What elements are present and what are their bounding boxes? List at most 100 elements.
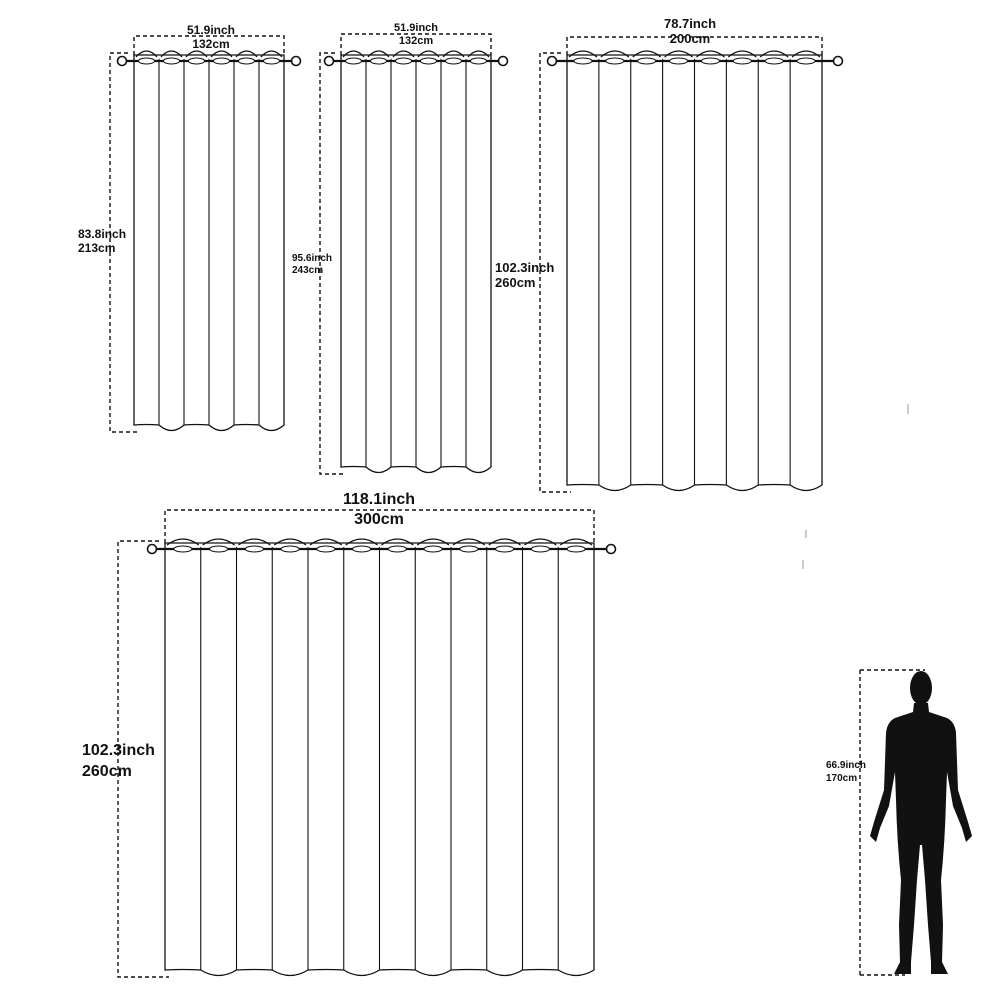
header-tab <box>273 538 307 546</box>
curtain-1 <box>109 35 302 433</box>
curtain-2-height-inch: 95.6inch <box>292 253 332 264</box>
curtain-4-height-cm: 260cm <box>82 763 132 780</box>
grommet <box>244 545 264 553</box>
header-tab <box>235 50 258 58</box>
rod-end-cap <box>497 55 509 67</box>
rod-end-cap <box>146 543 158 555</box>
curtain-4-width-inch: 118.1inch <box>343 491 415 508</box>
grommet <box>764 57 784 65</box>
grommet <box>732 57 752 65</box>
grommet <box>420 57 437 65</box>
header-tab <box>210 50 233 58</box>
human-silhouette-icon <box>870 671 972 974</box>
grommet <box>209 545 229 553</box>
header-tab <box>392 50 415 58</box>
curtain-3-height-cm: 260cm <box>495 275 535 290</box>
grommet <box>238 57 255 65</box>
grommet <box>188 57 205 65</box>
grommet <box>345 57 362 65</box>
header-tab <box>488 538 521 546</box>
grommet <box>395 57 412 65</box>
header-tab <box>759 50 789 58</box>
grommet <box>370 57 387 65</box>
header-tab <box>442 50 465 58</box>
curtain-3-width-inch: 78.7inch <box>664 16 716 31</box>
grommet <box>605 57 625 65</box>
header-tab <box>727 50 757 58</box>
header-tab <box>632 50 662 58</box>
header-tab <box>452 538 486 546</box>
curtain-4-width-cm: 300cm <box>354 511 404 528</box>
header-tab <box>309 538 343 546</box>
header-tab <box>416 538 450 546</box>
header-tab <box>135 50 158 58</box>
grommet <box>213 57 230 65</box>
grommet <box>445 57 462 65</box>
grommet <box>387 545 407 553</box>
person-height-bracket <box>859 669 925 976</box>
header-tab <box>467 50 490 58</box>
width-dimension-line <box>164 509 595 543</box>
rod-end-cap <box>832 55 844 67</box>
rod-end-cap <box>323 55 335 67</box>
rod-end-cap <box>116 55 128 67</box>
header-tab <box>260 50 283 58</box>
grommet <box>280 545 300 553</box>
person-height-cm: 170cm <box>826 773 857 784</box>
header-tab <box>185 50 208 58</box>
curtain-2-width-cm: 132cm <box>399 35 433 47</box>
grommet <box>573 57 593 65</box>
header-tab <box>559 538 593 546</box>
height-dimension-line <box>319 52 345 475</box>
grommet <box>530 545 550 553</box>
grommet <box>263 57 280 65</box>
curtain-1-height-cm: 213cm <box>78 241 115 255</box>
header-tab <box>791 50 821 58</box>
header-tab <box>696 50 725 58</box>
curtain-3-height-inch: 102.3inch <box>495 260 554 275</box>
curtain-4 <box>117 509 617 978</box>
grommet <box>352 545 372 553</box>
curtain-1-width-cm: 132cm <box>192 37 229 51</box>
grommet <box>495 545 515 553</box>
header-tab <box>160 50 183 58</box>
width-dimension-line <box>566 36 823 55</box>
header-tab <box>202 538 235 546</box>
curtain-2-width-inch: 51.9inch <box>394 22 438 34</box>
grommet <box>637 57 657 65</box>
grommet <box>700 57 720 65</box>
grommet <box>669 57 689 65</box>
grommet <box>163 57 180 65</box>
grommet <box>566 545 586 553</box>
curtain-3-width-cm: 200cm <box>670 31 710 46</box>
header-tab <box>600 50 630 58</box>
header-tab <box>166 538 200 546</box>
grommet <box>470 57 487 65</box>
header-tab <box>524 538 557 546</box>
header-tab <box>342 50 365 58</box>
header-tab <box>664 50 693 58</box>
grommet <box>796 57 816 65</box>
header-tab <box>568 50 598 58</box>
header-tab <box>381 538 414 546</box>
height-dimension-line <box>109 52 138 433</box>
header-tab <box>367 50 390 58</box>
header-tab <box>345 538 378 546</box>
height-dimension-line <box>117 540 169 978</box>
curtain-2-height-cm: 243cm <box>292 265 323 276</box>
curtain-4-height-inch: 102.3inch <box>82 742 155 759</box>
header-tab <box>417 50 440 58</box>
curtain-1-height-inch: 83.8inch <box>78 227 126 241</box>
grommet <box>138 57 155 65</box>
rod-end-cap <box>546 55 558 67</box>
curtain-3 <box>539 36 844 493</box>
width-dimension-line <box>340 33 492 55</box>
curtain-1-width-inch: 51.9inch <box>187 23 235 37</box>
curtain-2 <box>319 33 509 475</box>
grommet <box>459 545 479 553</box>
width-dimension-line <box>133 35 285 55</box>
person-height-inch: 66.9inch <box>826 760 866 771</box>
header-tab <box>238 538 271 546</box>
rod-end-cap <box>605 543 617 555</box>
